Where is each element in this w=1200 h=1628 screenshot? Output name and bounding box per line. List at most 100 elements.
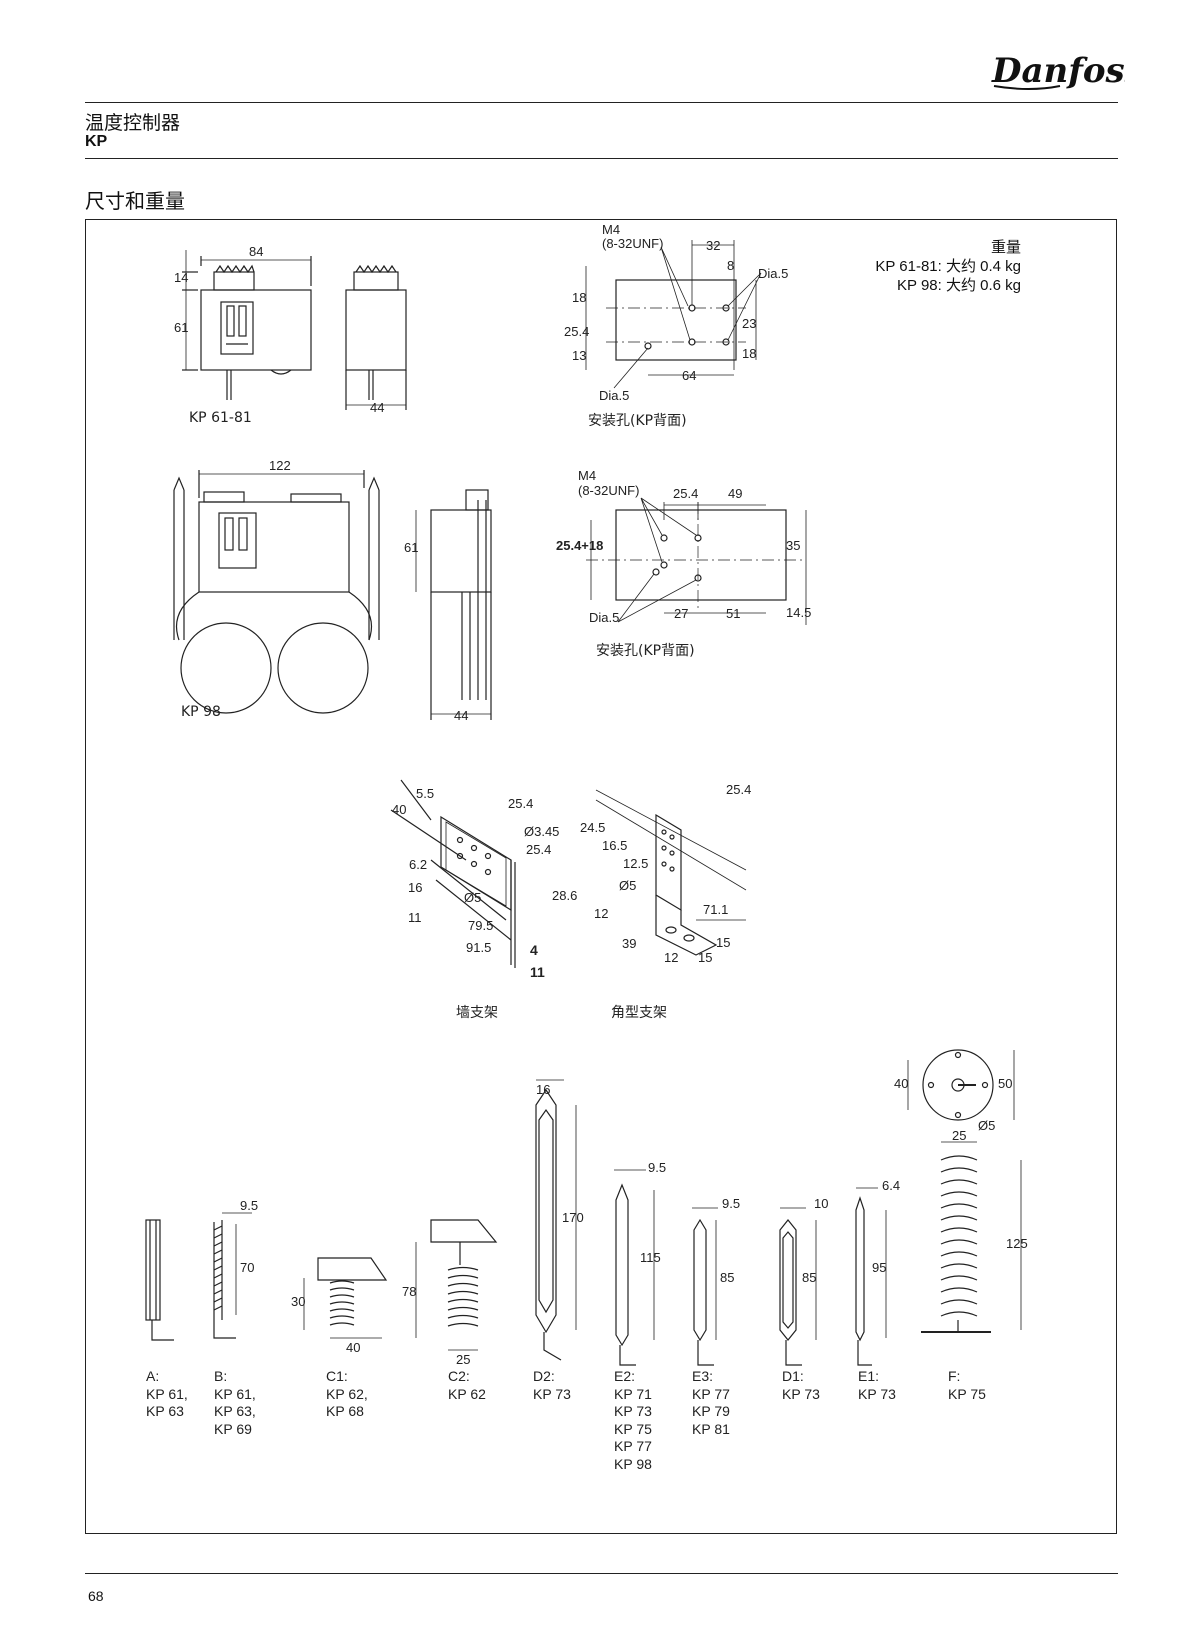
- sensor-D1: [779, 1207, 817, 1366]
- page-number: 68: [88, 1588, 104, 1604]
- kp6181-front-view: [182, 250, 312, 400]
- sensor-type: E2:: [614, 1368, 636, 1384]
- sensor-model: KP 73: [782, 1385, 820, 1402]
- dim-label: Ø5: [619, 878, 637, 893]
- sensor-caption-C2: C2: KP 62: [448, 1368, 486, 1403]
- sensor-caption-E1: E1: KP 73: [858, 1368, 896, 1403]
- caption-mount1: 安装孔(KP背面): [588, 413, 687, 429]
- sensor-type: D1:: [782, 1368, 804, 1384]
- sensor-caption-E2: E2: KP 71 KP 73 KP 75 KP 77 KP 98: [614, 1368, 652, 1473]
- sensor-F: [907, 1049, 1022, 1333]
- dim-label: 10: [814, 1196, 829, 1211]
- dim-label: 78: [402, 1284, 417, 1299]
- dim-label: 122: [269, 458, 291, 473]
- kp98-front-view: [173, 470, 380, 714]
- sensor-caption-A: A: KP 61, KP 63: [146, 1368, 188, 1421]
- dim-label: 91.5: [466, 940, 492, 955]
- thread-label: M4: [578, 468, 597, 483]
- dim-label: 25.4: [726, 782, 752, 797]
- dia-label: Dia.5: [758, 266, 789, 281]
- danfoss-logo: Danfoss: [990, 40, 1144, 98]
- dim-label: 16: [536, 1082, 551, 1097]
- sensor-model: KP 73: [533, 1385, 571, 1402]
- dim-label: 44: [370, 400, 385, 415]
- dim-label: 49: [728, 486, 743, 501]
- dim-label: 25: [952, 1128, 967, 1143]
- sensor-A: [145, 1219, 174, 1341]
- dim-label: Ø5: [464, 890, 482, 905]
- sensor-type: E1:: [858, 1368, 880, 1384]
- dim-label: 28.6: [552, 888, 578, 903]
- dim-label: 12: [664, 950, 679, 965]
- caption-wall-bracket: 墙支架: [456, 1005, 498, 1021]
- kp98-side-view: [415, 489, 492, 720]
- dim-label: 25.4: [526, 842, 552, 857]
- sensor-D2: [535, 1079, 577, 1361]
- sensor-model: KP 61,: [146, 1385, 188, 1402]
- sensor-caption-F: F: KP 75: [948, 1368, 986, 1403]
- dim-label: 95: [872, 1260, 887, 1275]
- dim-label: 25.4: [673, 486, 699, 501]
- dia-label: Dia.5: [599, 388, 630, 403]
- wall-bracket-drawing: [390, 779, 516, 968]
- sensor-model: KP 63,: [214, 1403, 256, 1419]
- dim-label: 25.4+18: [556, 538, 604, 553]
- dim-label: 15: [716, 935, 731, 950]
- caption-angle-bracket: 角型支架: [611, 1005, 667, 1021]
- dim-label: 13: [572, 348, 587, 363]
- dim-label: 25: [456, 1352, 471, 1367]
- sensor-type: C1:: [326, 1368, 348, 1384]
- dim-label: 40: [392, 802, 407, 817]
- svg-text:Danfoss: Danfoss: [991, 51, 1125, 91]
- dim-label: 44: [454, 708, 469, 723]
- dim-label: 9.5: [722, 1196, 741, 1211]
- sensor-C2: [415, 1219, 498, 1351]
- sensor-E3: [692, 1207, 718, 1366]
- caption-kp98: KP 98: [181, 704, 221, 720]
- kp6181-side-view: [345, 264, 407, 410]
- dim-label: 125: [1006, 1236, 1028, 1251]
- dia-label: Dia.5: [589, 610, 620, 625]
- dim-label: 14: [174, 270, 189, 285]
- sensor-model: KP 73: [614, 1403, 652, 1419]
- dim-label: 85: [802, 1270, 817, 1285]
- sensor-B: [213, 1212, 252, 1339]
- sensor-type: A:: [146, 1368, 160, 1384]
- dim-label: 115: [640, 1250, 661, 1265]
- sensor-model: KP 62,: [326, 1385, 368, 1402]
- sensor-model: KP 75: [948, 1385, 986, 1402]
- sensor-type: C2:: [448, 1368, 470, 1384]
- dim-label: 39: [622, 936, 637, 951]
- mount2-plate: [586, 497, 807, 625]
- dim-label: 71.1: [703, 902, 729, 917]
- sensor-model: KP 62: [448, 1385, 486, 1402]
- sensor-caption-B: B: KP 61, KP 63, KP 69: [214, 1368, 256, 1438]
- dim-label: 6.2: [409, 857, 428, 872]
- dim-label: 9.5: [240, 1198, 259, 1213]
- dim-label: 170: [562, 1210, 584, 1225]
- dim-label: 11: [408, 910, 422, 925]
- sensor-C1: [303, 1257, 388, 1339]
- dim-label: 15: [698, 950, 713, 965]
- dim-label: 4: [530, 942, 538, 958]
- sensor-type: B:: [214, 1368, 228, 1384]
- sensor-model: KP 61,: [214, 1385, 256, 1402]
- sensor-caption-D1: D1: KP 73: [782, 1368, 820, 1403]
- dim-label: 40: [894, 1076, 909, 1091]
- weight-line-kp6181: KP 61-81: 大约 0.4 kg: [875, 258, 1021, 275]
- dim-label: 50: [998, 1076, 1013, 1091]
- dim-label: 11: [530, 964, 545, 980]
- header-rule-top: [85, 102, 1118, 103]
- sensor-caption-E3: E3: KP 77 KP 79 KP 81: [692, 1368, 730, 1438]
- thread-unf-label: (8-32UNF): [578, 483, 640, 498]
- weight-line-kp98: KP 98: 大约 0.6 kg: [897, 277, 1021, 294]
- dim-label: 79.5: [468, 918, 494, 933]
- dim-label: 9.5: [648, 1160, 667, 1175]
- caption-kp6181: KP 61-81: [189, 410, 252, 426]
- dim-label: 14.5: [786, 605, 812, 620]
- dim-label: 25.4: [508, 796, 534, 811]
- caption-mount2: 安装孔(KP背面): [596, 643, 695, 659]
- sensor-model: KP 68: [326, 1403, 364, 1419]
- sensor-type: E3:: [692, 1368, 714, 1384]
- thread-unf-label: (8-32UNF): [602, 236, 664, 251]
